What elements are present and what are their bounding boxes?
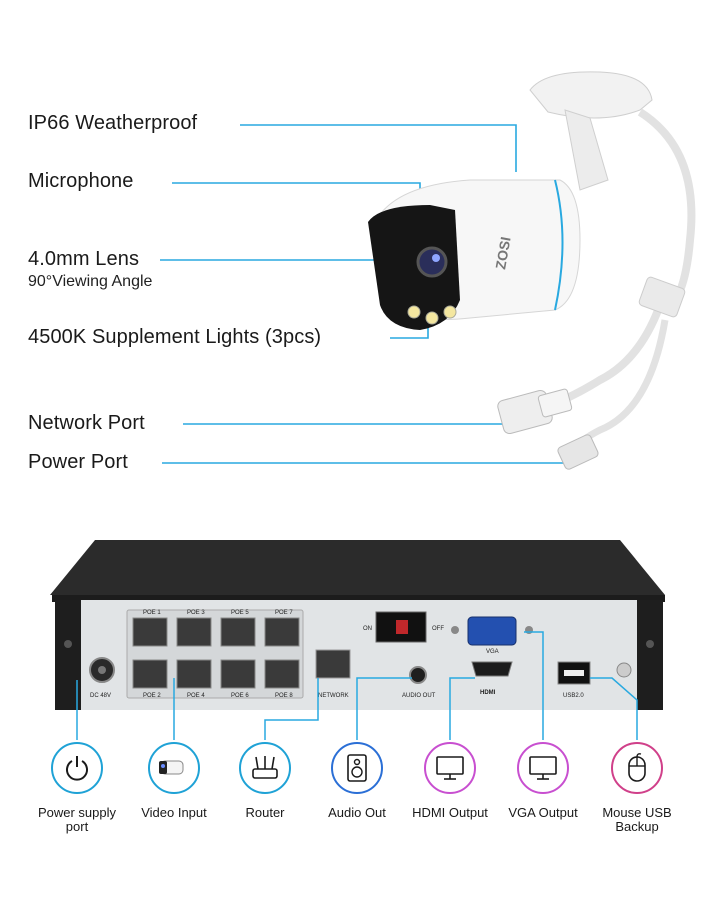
switch-on-label: ON [363,626,372,632]
poe-1-label: POE 1 [143,610,161,616]
caption-hdmi-output: HDMI Output [412,805,488,820]
camera-illustration: ZOSI [160,71,696,470]
poe-5-label: POE 5 [231,610,249,616]
camera-face [368,205,460,330]
nvr-back-panel: POE 1 POE 3 POE 5 POE 7 POE 2 POE 4 POE … [50,540,665,710]
audio-label: AUDIO OUT [402,693,436,699]
vga-port [467,616,517,646]
feature-power [51,742,103,794]
callout-microphone: Microphone [28,170,134,192]
vga-label: VGA [486,649,499,655]
camera-brand: ZOSI [492,236,513,271]
feature-audio-out [331,742,383,794]
camera-icon [159,760,184,775]
network-port [315,649,351,679]
feature-vga-output [517,742,569,794]
hdmi-port [471,661,513,677]
feature-mouse-usb [611,742,663,794]
poe-2-label: POE 2 [143,693,161,699]
power-icon [66,756,88,781]
poe-4-label: POE 4 [187,693,205,699]
audio-jack [409,666,427,684]
network-label: NETWORK [318,693,349,699]
camera-mount [529,71,653,119]
poe-8-label: POE 8 [275,693,293,699]
feature-router [239,742,291,794]
poe-6-label: POE 6 [231,693,249,699]
poe-ports [132,617,300,689]
switch-off-label: OFF [432,626,444,632]
poe-7-label: POE 7 [275,610,293,616]
poe-3-label: POE 3 [187,610,205,616]
dc-label: DC 48V [90,693,111,699]
feature-hdmi-output [424,742,476,794]
callout-lens-sub: 90°Viewing Angle [28,273,153,290]
callout-lights: 4500K Supplement Lights (3pcs) [28,326,322,348]
callout-lens: 4.0mm Lens [28,248,140,270]
caption-router: Router [245,805,285,820]
callout-network-port: Network Port [28,412,145,434]
feature-video-input [148,742,200,794]
caption-power: Power supply port [37,805,117,834]
speaker-icon [347,754,367,782]
usb-label: USB2.0 [563,693,584,699]
monitor-icon [436,756,464,780]
router-icon [252,756,278,779]
monitor-icon [529,756,557,780]
callout-power-port: Power Port [28,451,128,473]
caption-vga-output: VGA Output [508,805,578,820]
hdmi-label: HDMI [480,690,496,696]
callout-weatherproof: IP66 Weatherproof [28,112,198,134]
connector-lines [76,631,638,740]
caption-video-input: Video Input [141,805,207,820]
caption-audio-out: Audio Out [328,805,386,820]
caption-mouse-usb: Mouse USB Backup [602,805,672,834]
camera-lens [416,246,448,278]
mouse-icon [628,753,646,782]
